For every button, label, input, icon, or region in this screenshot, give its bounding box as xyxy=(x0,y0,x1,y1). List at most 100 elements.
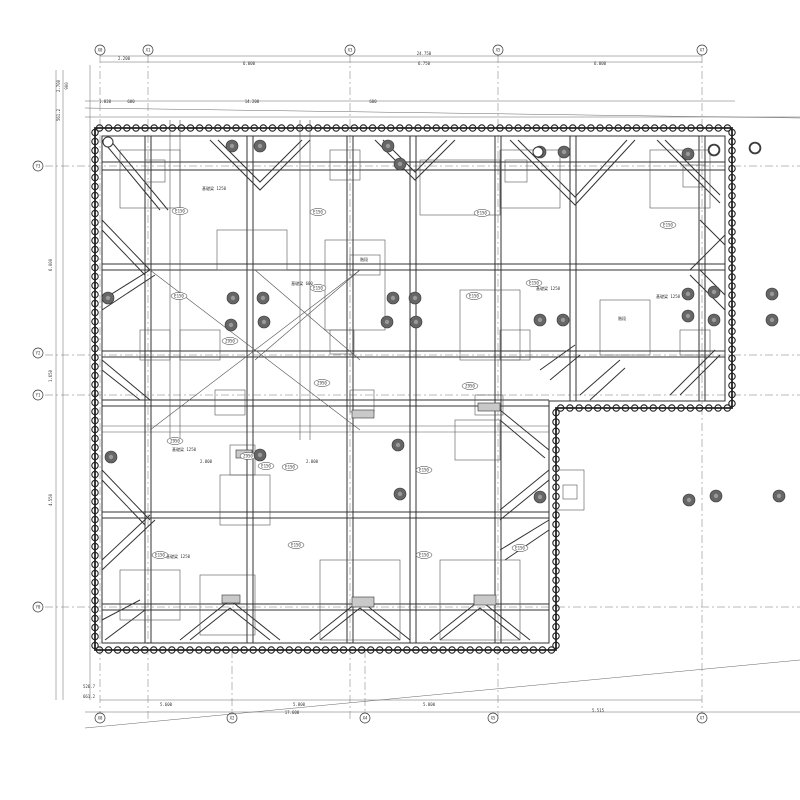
sheet-pile-scallop xyxy=(649,404,658,412)
sheet-pile-scallop xyxy=(114,124,122,132)
sheet-pile-scallop xyxy=(450,124,459,132)
sheet-pile-scallop xyxy=(728,182,736,191)
sheet-pile-scallop xyxy=(91,254,99,263)
sheet-pile-scallop xyxy=(641,124,650,132)
sheet-pile-scallop xyxy=(186,646,194,654)
sheet-pile-scallop xyxy=(584,404,593,412)
member-tag: E150 xyxy=(285,464,295,469)
sheet-pile-scallop xyxy=(341,124,349,132)
sheet-pile-scallop xyxy=(359,124,368,132)
sheet-pile-scallop xyxy=(630,404,639,412)
piles xyxy=(101,136,786,507)
sheet-pile-scallop xyxy=(723,404,732,412)
sheet-pile-scallop xyxy=(623,124,632,132)
sheet-pile-scallop xyxy=(728,354,736,363)
sheet-pile-scallop xyxy=(728,381,736,390)
sheet-pile-scallop xyxy=(714,124,723,132)
sheet-pile-scallop xyxy=(312,646,321,654)
sheet-pile-scallop xyxy=(91,434,99,443)
sheet-pile-scallop xyxy=(412,646,420,654)
member-tag-outline xyxy=(309,284,327,292)
dim-left-b: 1.650 xyxy=(48,369,53,382)
dim-left-a: 6.000 xyxy=(48,258,53,271)
sheet-pile-scallop xyxy=(686,404,695,412)
grid-label: X7 xyxy=(700,48,705,53)
sheet-pile-scallop xyxy=(705,124,713,132)
sheet-pile-scallop xyxy=(249,646,257,654)
dimension-note: 2.000 xyxy=(306,459,319,464)
sheet-pile-scallop xyxy=(177,124,186,132)
sheet-pile-scallop xyxy=(91,425,99,434)
pile-ring xyxy=(708,144,720,156)
grid-bubbles-bottom: X0 X2 X4 X5 X7 xyxy=(94,712,708,724)
member-tag: E150 xyxy=(515,545,525,550)
sheet-pile-scallop xyxy=(303,646,312,654)
shaft-label: 階段 xyxy=(360,256,368,262)
sheet-pile-scallop xyxy=(511,646,520,654)
member-tag-outline xyxy=(461,382,479,390)
member-tag: E150 xyxy=(469,293,479,298)
sheet-pile-scallop xyxy=(91,191,99,200)
sheet-pile-scallop xyxy=(566,404,574,412)
sheet-pile-scallop xyxy=(439,646,447,654)
dim-bottom-b: 5.800 xyxy=(293,702,306,707)
member-tag-outline xyxy=(525,279,543,287)
pile-center xyxy=(769,291,775,297)
sheet-pile-scallop xyxy=(385,646,393,654)
annotation-notes: 階段 階段 基礎梁 1250 基礎梁 1250 基礎梁 600 基礎梁 1250… xyxy=(166,185,681,559)
member-tag-outline xyxy=(166,437,184,445)
pile-center xyxy=(412,295,418,301)
member-tag-outline xyxy=(309,208,327,216)
grid-label: X3 xyxy=(348,48,353,53)
sheet-pile-scallop xyxy=(578,124,586,132)
sheet-pile-scallop xyxy=(723,124,732,132)
pile-ring xyxy=(749,142,761,154)
member-tag: E150 xyxy=(313,285,323,290)
sheet-pile-scallop xyxy=(91,560,99,569)
sheet-pile-scallop xyxy=(728,318,736,326)
sheet-pile-scallop xyxy=(514,124,522,132)
sheet-pile-scallop xyxy=(91,587,99,596)
pile-center xyxy=(686,497,692,503)
sheet-pile-scallop xyxy=(728,300,736,308)
sheet-pile-scallop xyxy=(728,363,736,372)
sheet-pile-scallop xyxy=(728,155,736,164)
grid-lines xyxy=(45,55,800,720)
sheet-pile-scallop xyxy=(150,646,158,654)
sheet-pile-scallop xyxy=(231,646,239,654)
member-tag: E150 xyxy=(175,208,185,213)
dim-top-b: 6.000 xyxy=(243,61,256,66)
sheet-pile-scallop xyxy=(91,542,99,551)
member-tag: E150 xyxy=(477,210,487,215)
sheet-pile-scallop xyxy=(658,404,667,412)
sheet-pile-scallop xyxy=(321,646,330,654)
member-tag: Z950 xyxy=(243,453,253,458)
sheet-pile-scallop xyxy=(677,404,685,412)
pile-center xyxy=(261,319,267,325)
sheet-pile-scallop xyxy=(728,210,736,218)
member-tag-outline xyxy=(659,221,677,229)
sheet-pile-scallop xyxy=(91,614,99,623)
sheet-pile-scallop xyxy=(605,124,613,132)
sheet-pile-scallop xyxy=(728,228,736,236)
pile-center xyxy=(685,313,691,319)
member-tag: E150 xyxy=(663,222,673,227)
grid-label: Y1 xyxy=(36,393,41,398)
sheet-pile-scallop xyxy=(314,124,322,132)
sheet-pile-scallop xyxy=(728,345,736,354)
sheet-pile-scallop xyxy=(91,596,99,605)
sheet-pile-scallop xyxy=(650,124,659,132)
pile-center xyxy=(560,317,566,323)
sheet-pile-scallop xyxy=(91,335,99,344)
sheet-pile-scallop xyxy=(552,622,560,631)
sheet-pile-scallop xyxy=(95,124,104,132)
sheet-pile-scallop xyxy=(728,146,736,155)
sheet-pile-scallop xyxy=(547,646,556,654)
sheet-pile-scallop xyxy=(91,281,99,290)
sheet-pile-scallop xyxy=(552,613,560,622)
pile-center xyxy=(257,452,263,458)
sheet-pile-scallop xyxy=(168,124,177,132)
dim-bottom-f: 526.7 xyxy=(83,684,96,689)
sheet-pile-scallop xyxy=(541,124,550,132)
sheet-pile-scallop xyxy=(259,124,268,132)
